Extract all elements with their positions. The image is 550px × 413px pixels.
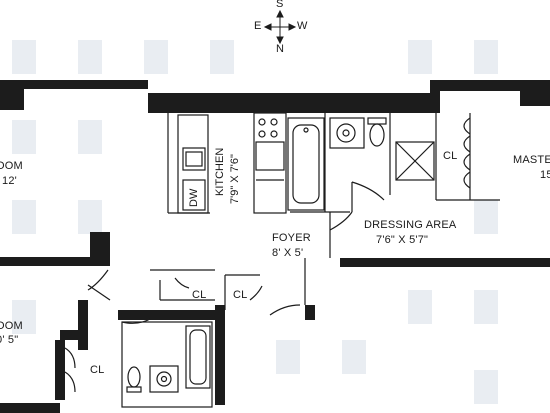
kitchen-label: KITCHEN <box>214 147 226 196</box>
second-room-label: OOM <box>0 320 23 332</box>
second-room-dims: 0' 5" <box>0 334 19 346</box>
foyer-label: FOYER <box>272 232 311 244</box>
dressing-area-dims: 7'6" X 5'7" <box>376 234 429 246</box>
foyer-dims: 8' X 5' <box>272 247 304 259</box>
dressing-area-label: DRESSING AREA <box>364 219 457 231</box>
dishwasher-label: DW <box>188 188 200 207</box>
closet-label-foyer-right: CL <box>233 289 248 301</box>
watermark-pattern <box>12 40 498 404</box>
compass-west-label: W <box>297 20 308 32</box>
kitchen-counter <box>167 113 210 214</box>
master-bedroom-dims: 15 <box>540 169 550 181</box>
closet-label-foyer-left: CL <box>192 289 207 301</box>
compass-icon <box>263 9 297 45</box>
living-room-label: OOM <box>0 160 23 172</box>
compass-east-label: E <box>254 20 262 32</box>
closet-label-master: CL <box>443 150 458 162</box>
living-room-dims: 12' <box>2 175 17 187</box>
compass-south-label: N <box>276 43 284 55</box>
fixtures <box>64 112 500 408</box>
compass-north-label: S <box>276 0 284 10</box>
kitchen-dims: 7'9" X 7'6" <box>229 154 241 204</box>
master-bedroom-label: MASTE <box>513 154 550 166</box>
closet-label-lower-left: CL <box>90 364 105 376</box>
walls <box>0 80 550 413</box>
